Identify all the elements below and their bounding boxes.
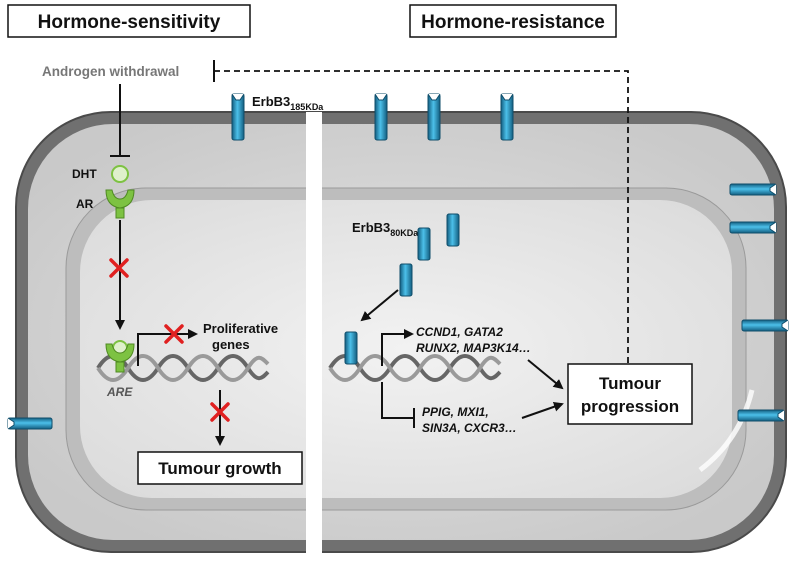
header-left: Hormone-sensitivity [7,4,251,38]
inhibit-x-2 [164,324,184,344]
inhibit-x-1 [109,258,129,278]
proliferative-genes-line2: genes [212,337,250,352]
erbb3-fragment [399,263,413,297]
header-right: Hormone-resistance [409,4,617,38]
membrane-receptors [7,93,789,430]
erbb3-receptor [737,409,785,422]
erbb3-receptor [374,93,388,141]
ar-label: AR [76,197,94,211]
erbb3-receptor [500,93,514,141]
ar-receptor [105,189,135,219]
activated-genes-line1: CCND1, GATA2 [416,325,503,339]
dna-right [328,354,502,382]
ar-bound-on-are [105,343,135,373]
repressed-to-progression-arrow [521,401,564,419]
erbb3-receptor [729,183,777,196]
feedback-dashed-path [213,60,629,364]
erbb3-fragment [446,213,460,247]
are-label: ARE [106,385,133,399]
activated-genes-line2: RUNX2, MAP3K14… [416,341,531,355]
erbb3-fragment [417,227,431,261]
activated-to-progression-arrow [527,359,564,390]
tumour-progression-box: Tumour progression [567,363,693,425]
fragment-to-dna-arrow [360,289,399,322]
erbb3-receptor [7,417,53,430]
erbb3-185-label: ErbB3185KDa [252,94,324,112]
tumour-progression-line2: progression [581,397,679,416]
dht-label: DHT [72,167,97,181]
erbb3-receptor [427,93,441,141]
repressed-genes-line2: SIN3A, CXCR3… [422,421,517,435]
androgen-withdrawal-label: Androgen withdrawal [42,64,179,79]
erbb3-nuclear-fragments [399,213,460,297]
erbb3-bound-dna [344,331,358,365]
proliferative-genes-line1: Proliferative [203,321,278,336]
inhibit-x-3 [210,402,230,422]
repressed-genes-line1: PPIG, MXI1, [422,405,489,419]
erbb3-80-label: ErbB380KDa [352,220,419,238]
repression-line [381,382,414,419]
erbb3-receptor [741,319,789,332]
erbb3-receptor [729,221,777,234]
dna-left [96,354,270,382]
erbb3-receptor [231,93,245,141]
cell-highlight [698,389,755,472]
header-right-text: Hormone-resistance [421,12,605,33]
activation-arrow [381,329,414,366]
cell [15,111,787,553]
transcription-arrow-left [137,329,198,366]
tumour-growth-box: Tumour growth [137,451,303,485]
panel-divider [306,112,322,562]
dht-molecule [111,165,129,183]
tumour-progression-line1: Tumour [599,374,661,393]
header-left-text: Hormone-sensitivity [38,12,221,33]
tumour-growth-text: Tumour growth [158,459,281,478]
